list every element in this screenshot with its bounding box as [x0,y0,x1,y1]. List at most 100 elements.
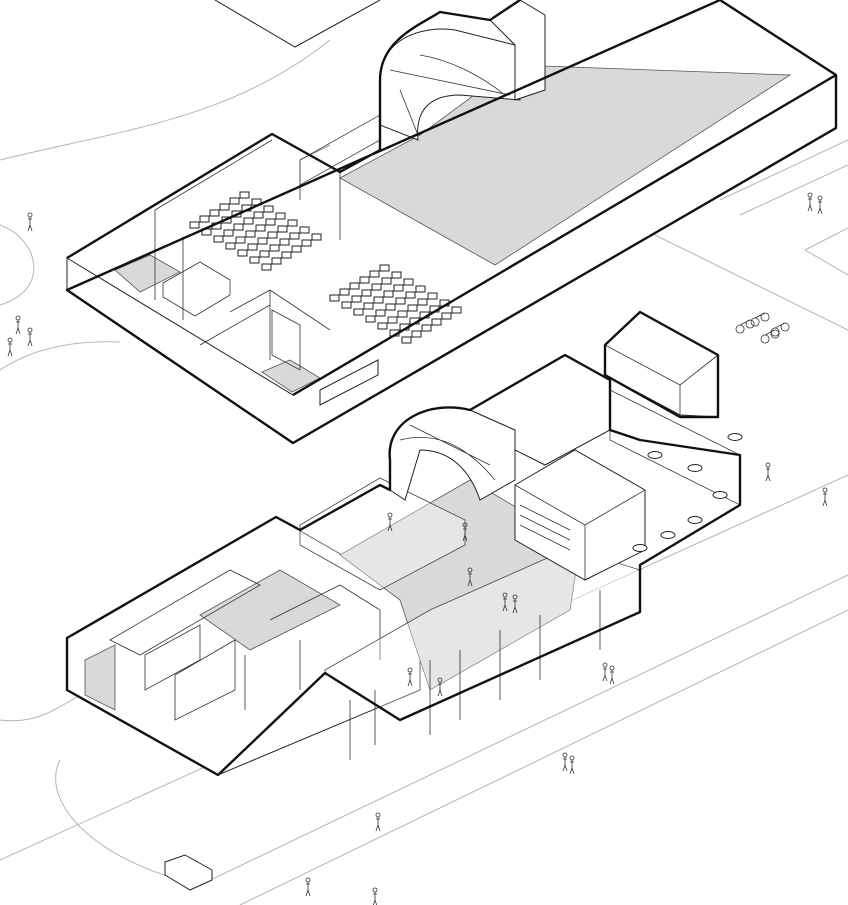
bookshelf [421,324,432,332]
bookshelf [353,308,364,316]
bookshelf [261,263,272,271]
bookshelf [363,302,374,310]
person-figure [375,812,381,832]
cafe-table [687,516,703,524]
bookshelf [341,301,352,309]
bookshelf [267,231,278,239]
bookshelf [351,295,362,303]
cafe-table [647,451,663,459]
person-figure [407,667,413,687]
person-figure [602,662,608,682]
bookshelf [405,291,416,299]
car-body [164,854,213,891]
bookshelf [373,296,384,304]
bookshelf [397,310,408,318]
upper-building [65,0,838,445]
person-figure [467,567,473,587]
bookshelf [199,215,210,223]
bookshelf [451,306,462,314]
bookshelf [271,257,282,265]
lower-interior-rooms [109,569,381,721]
bookshelf [417,298,428,306]
bookshelf [233,223,244,231]
bookshelf [249,256,260,264]
bookshelf [431,318,442,326]
bookshelf [263,205,274,213]
bookshelf [277,225,288,233]
upper-core [271,309,301,371]
neighbor-building [214,0,381,48]
bookshelf [275,212,286,220]
bookshelf [329,294,340,302]
upper-floor-hall [339,64,792,266]
person-figure [437,677,443,697]
person-figure [372,887,378,905]
person-figure [562,752,568,772]
bookshelf [243,217,254,225]
cafe-table [660,531,676,539]
bookshelf [365,315,376,323]
street-curve-top [0,39,331,161]
bookshelf [237,249,248,257]
bookshelf [289,232,300,240]
bookshelf [385,303,396,311]
upper-section-cut [65,0,838,445]
bicycle [770,322,790,337]
bookshelf [247,243,258,251]
pavilion-edges [604,344,719,417]
bookshelf [387,316,398,324]
bookshelf [361,289,372,297]
workshop-floor [199,569,341,651]
person-figure [807,192,813,212]
bookshelf [369,270,380,278]
stair-treads-lower [399,424,496,481]
bookshelf [301,239,312,247]
lower-section-cut [65,353,742,777]
bookshelf [257,237,268,245]
bookshelf [287,219,298,227]
bookshelf [291,245,302,253]
central-box-edges [514,484,646,580]
entourage [7,192,828,905]
person-figure [27,212,33,232]
bookshelf [259,250,270,258]
bookshelf [415,285,426,293]
bookshelf [269,244,280,252]
person-figure [765,462,771,482]
bookshelf [383,290,394,298]
bookshelf [253,211,264,219]
path-left [0,341,121,371]
person-figure [502,592,508,612]
bookshelf [213,235,224,243]
bookshelf [209,209,220,217]
bookshelf [411,330,422,338]
person-figure [7,337,13,357]
cafe-table [687,464,703,472]
pavilion-cut [603,310,720,419]
bookshelf [235,236,246,244]
bookshelf [223,229,234,237]
bookshelf [219,203,230,211]
cafe-table [632,544,648,552]
site-lines-right [654,139,848,331]
bookshelf [239,191,250,199]
person-figure [817,195,823,215]
loading-dock-floor [84,644,116,711]
glass-mullions [349,590,601,760]
bookshelf [407,304,418,312]
bookshelf [255,224,266,232]
bookshelf [189,221,200,229]
bicycle [750,312,770,327]
bookshelf [381,277,392,285]
stair-treads-upper [389,54,511,136]
bookshelf [375,309,386,317]
bookshelf [395,297,406,305]
person-figure [822,487,828,507]
bookshelf [265,218,276,226]
person-figure [15,315,21,335]
roundabout-edge [0,224,35,306]
car [164,854,213,891]
upper-floor-room [114,254,181,293]
bookshelf [393,284,404,292]
